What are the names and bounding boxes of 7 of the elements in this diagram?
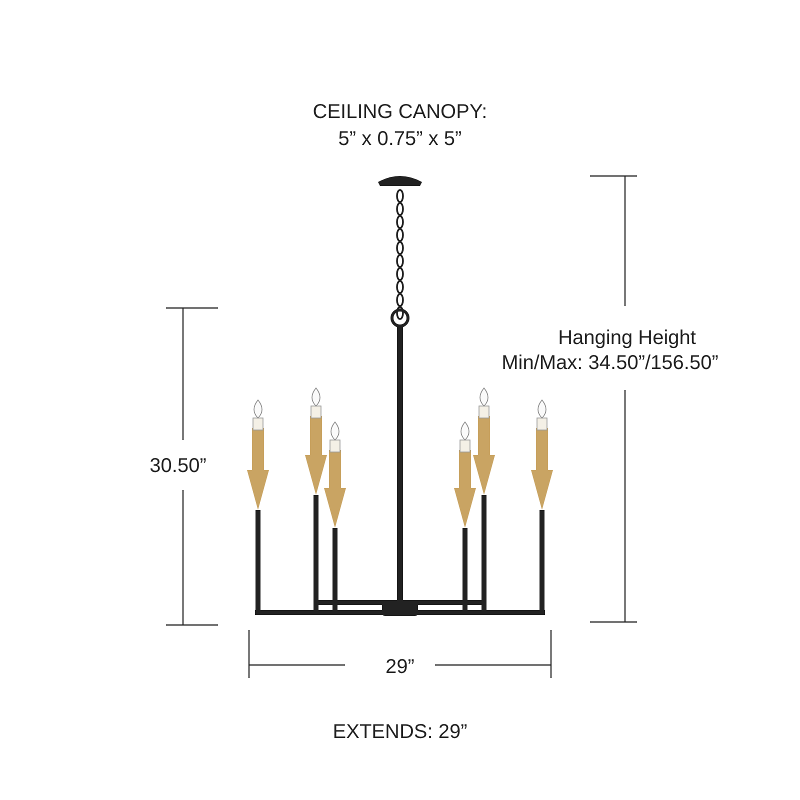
dimension-label: 30.50” [150,454,206,478]
dimension-label: 29” [386,655,414,679]
dimension-label: Min/Max: 34.50”/156.50” [502,351,718,375]
note-text: CEILING CANOPY: [312,100,488,124]
dimension-label: Hanging Height [558,326,696,350]
note-text: EXTENDS: 29” [332,720,468,744]
note-text: 5” x 0.75” x 5” [338,127,462,151]
